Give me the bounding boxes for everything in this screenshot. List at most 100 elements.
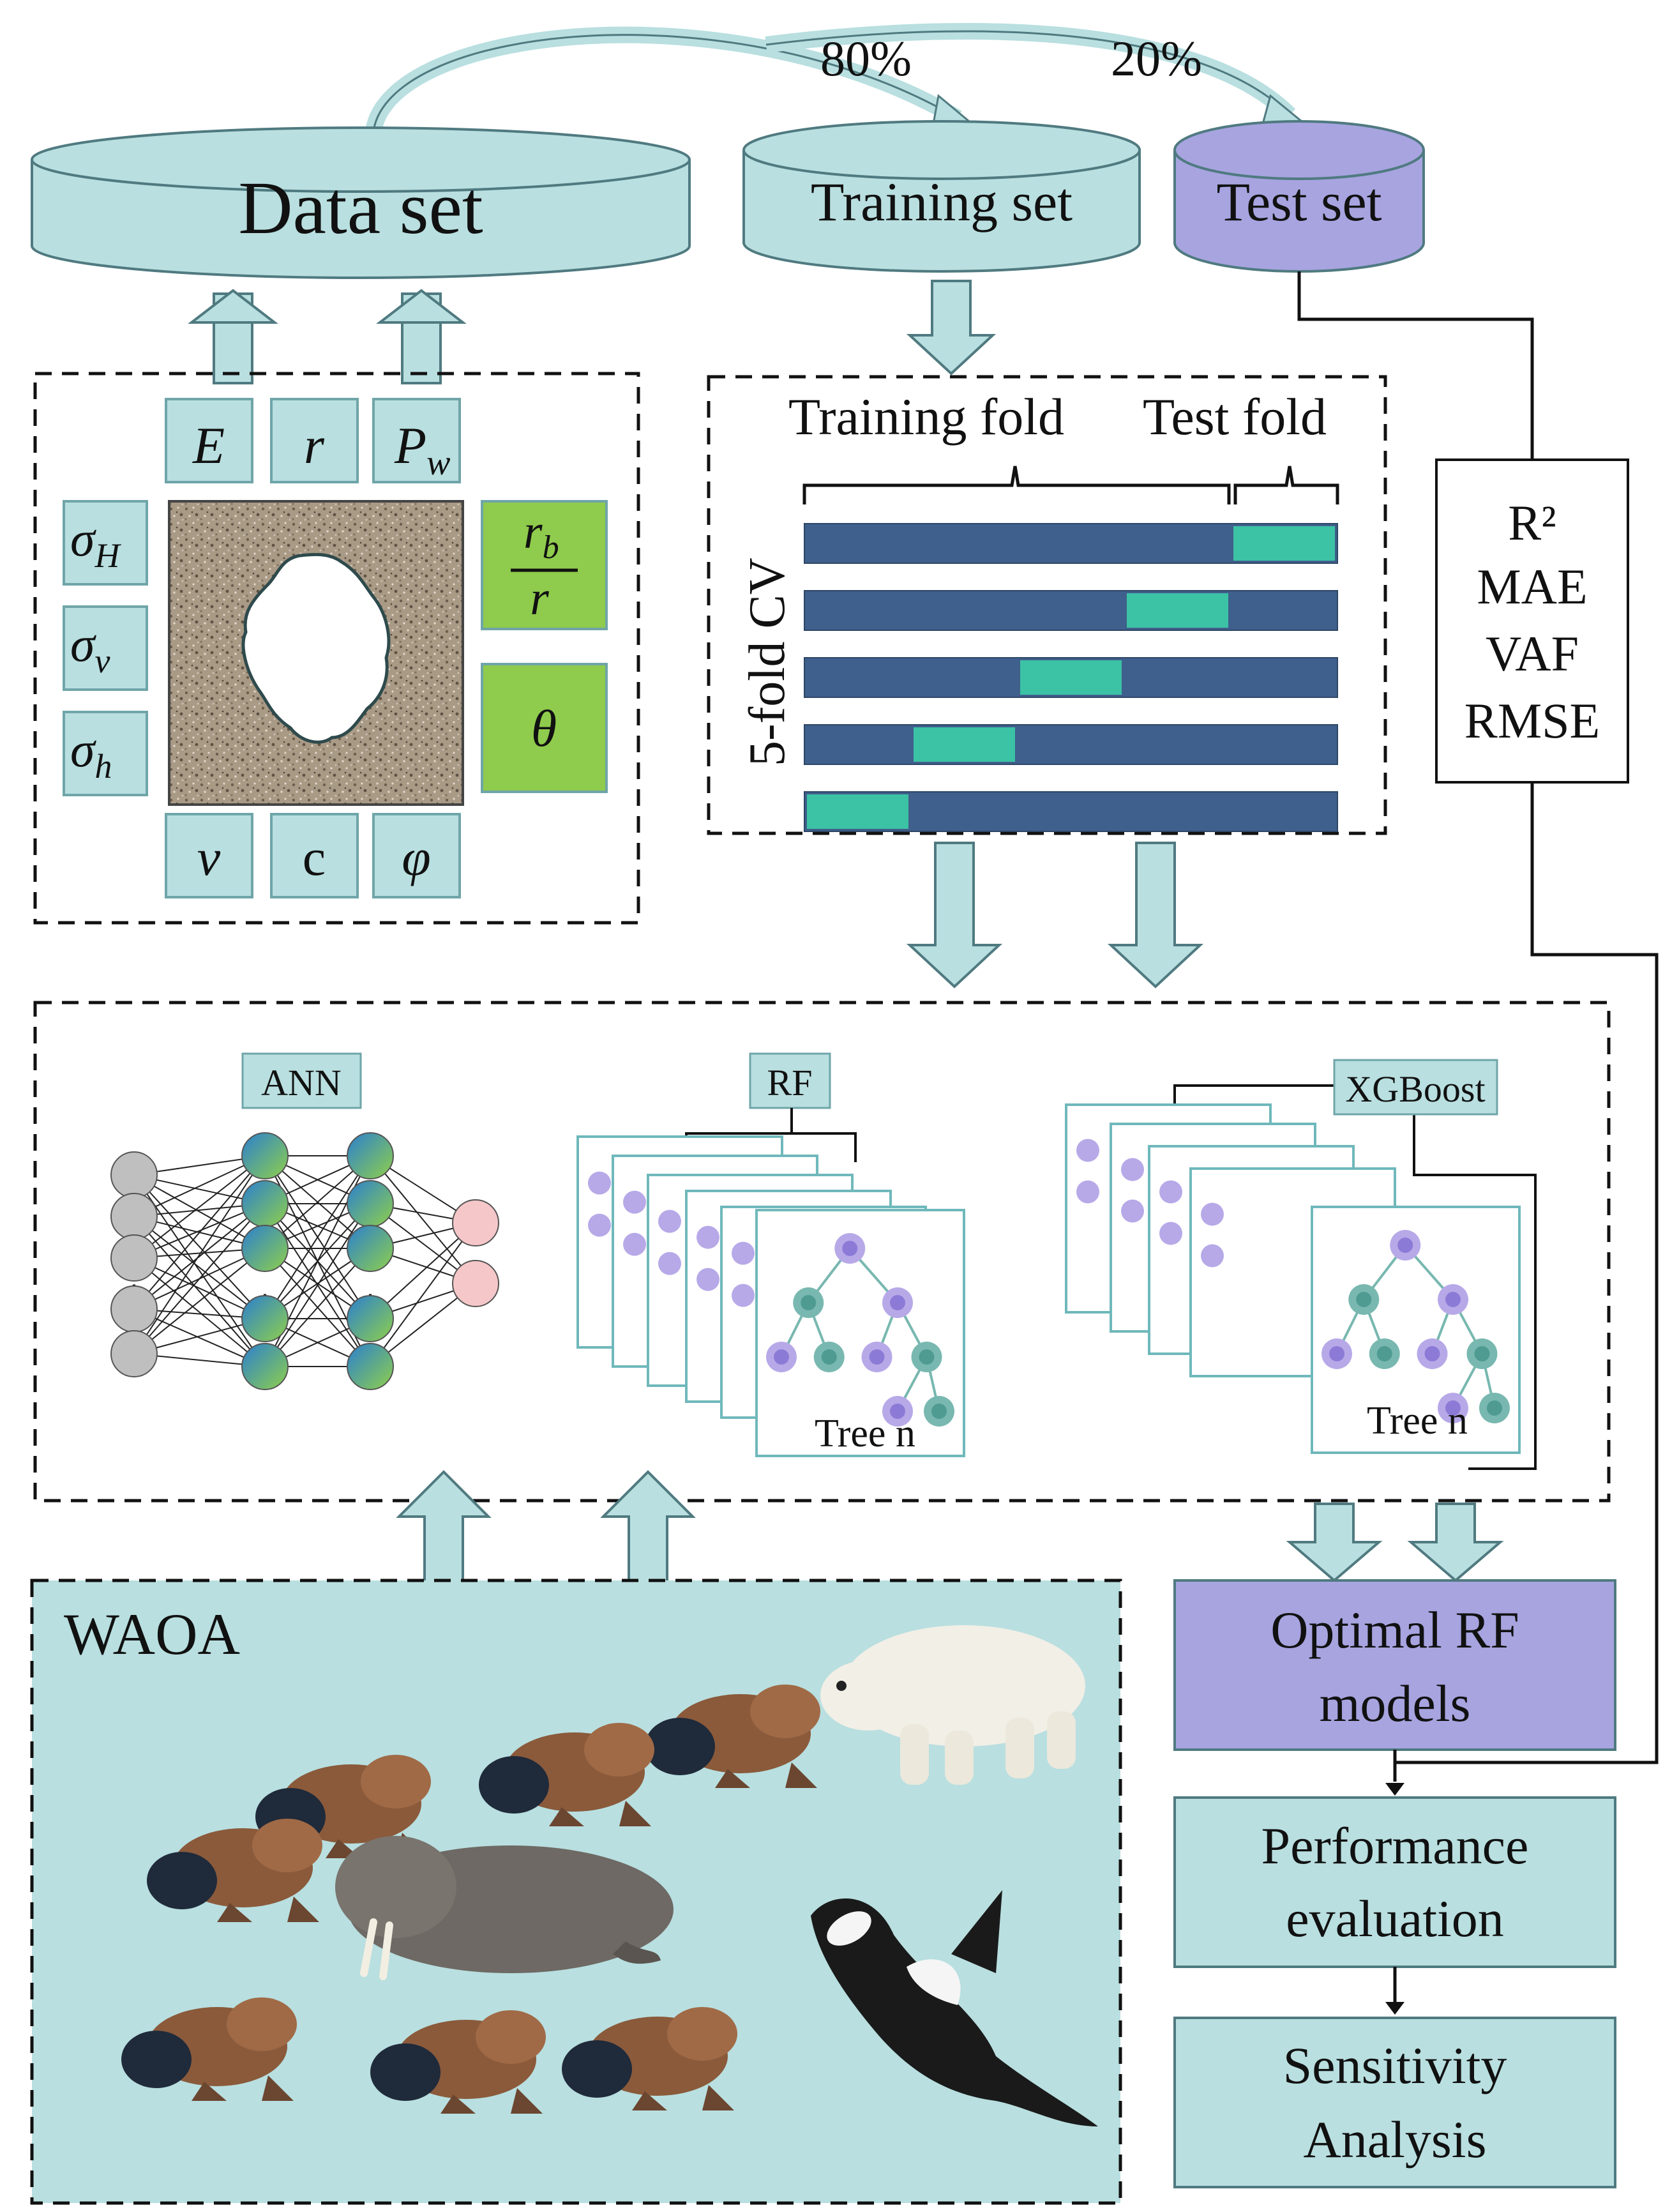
tree-node (623, 1190, 646, 1214)
ann-node (241, 1343, 289, 1390)
ann-node (110, 1330, 158, 1377)
param-theta: θ (531, 699, 557, 757)
tree-node-core (821, 1349, 837, 1365)
param-sigmaH-sub: H (94, 536, 121, 575)
ann-node (241, 1180, 289, 1227)
sens-line2: Analysis (1304, 2110, 1487, 2169)
param-sigmaH-main: σ (70, 511, 96, 566)
ann-edge (370, 1222, 476, 1319)
ann-edge (133, 1257, 266, 1367)
param-box-sigmah (63, 711, 148, 796)
walrus-image (645, 1685, 820, 1788)
cv-panel: Training fold Test fold 5-fold CV (707, 375, 1387, 835)
walrus-back (227, 1997, 297, 2051)
ann-edge (133, 1174, 266, 1319)
xgboost-trees (1065, 1084, 1537, 1470)
arrow-models-to-optimal-2 (1407, 1503, 1504, 1582)
train-pct-label: 80% (820, 31, 912, 86)
xgb-tree-n-label: Tree n (1367, 1399, 1468, 1443)
param-Pw-sub: w (426, 443, 450, 483)
tree-node (1201, 1244, 1224, 1268)
walrus-flipper (192, 2082, 227, 2101)
ann-node (347, 1225, 394, 1272)
tree-node-core (1424, 1346, 1440, 1361)
test-pct-label: 20% (1111, 31, 1202, 86)
optimal-models-box: Optimal RF models (1173, 1579, 1616, 1751)
xgboost-label: XGBoost (1345, 1068, 1485, 1110)
arrow-cv-to-models-2 (1107, 842, 1204, 989)
split-arrows: 80% 20% (365, 23, 1308, 133)
ann-network: ⋮⋮⋮ (110, 1132, 499, 1390)
ann-edge (133, 1203, 266, 1310)
walrus-back (750, 1685, 820, 1738)
ann-edge (264, 1155, 371, 1319)
tree-node (696, 1268, 719, 1291)
ann-edge (264, 1248, 371, 1367)
walrus-flipper (619, 1801, 651, 1826)
ann-node (347, 1295, 394, 1342)
ann-edge (133, 1155, 266, 1354)
tree-node-core (890, 1295, 905, 1310)
tree-node (1121, 1158, 1144, 1181)
waoa-label: WAOA (64, 1602, 240, 1667)
arrowhead-into-sens (1385, 2002, 1404, 2015)
walrus-back (252, 1819, 322, 1872)
test-fold-brace (1233, 466, 1339, 504)
param-E: E (192, 416, 225, 474)
walrus-flipper (217, 1903, 252, 1922)
walrus-flipper (715, 1769, 750, 1788)
ann-label-box (241, 1052, 362, 1109)
ann-edge (133, 1155, 266, 1310)
ann-node (452, 1199, 499, 1246)
ann-label: ANN (261, 1062, 342, 1103)
tree-node-core (801, 1295, 817, 1310)
arrow-inputs-to-dataset-1-head (188, 289, 278, 324)
walrus-image (370, 2010, 546, 2114)
param-box-theta (481, 663, 608, 793)
walrus-flipper (440, 2095, 476, 2114)
param-phi: φ (402, 828, 430, 886)
tree-node (1076, 1180, 1099, 1204)
param-v: v (197, 828, 221, 886)
walrus-head (370, 2043, 440, 2101)
ann-edge (264, 1203, 371, 1367)
tree-node (1159, 1222, 1182, 1245)
tree-node-core (1445, 1400, 1461, 1416)
walrus-head (147, 1852, 217, 1909)
data-set-cylinder: Data set (31, 126, 691, 279)
tree-node-core (919, 1349, 935, 1365)
tree-node (732, 1241, 755, 1265)
walrus-flipper (549, 1807, 584, 1826)
param-box-phi (372, 813, 461, 898)
param-box-r (270, 398, 359, 483)
training-fold-brace (802, 466, 1231, 504)
walrus-back (476, 2010, 546, 2064)
training-set-cylinder: Training set (742, 120, 1141, 273)
param-box-sigmaH (63, 500, 148, 586)
tree-node (588, 1213, 611, 1237)
data-set-label: Data set (238, 166, 483, 250)
sensitivity-analysis-box: Sensitivity Analysis (1173, 2017, 1616, 2188)
param-ratio-num-sub: b (543, 529, 559, 566)
param-sigmaH: σH (70, 511, 121, 575)
param-sigmav-sub: v (94, 642, 110, 680)
walrus-flipper (262, 2075, 294, 2101)
ann-edge (133, 1216, 266, 1319)
walrus-back (584, 1723, 654, 1776)
tree-node-core (774, 1349, 789, 1365)
walrus-head (645, 1718, 715, 1775)
tree-node-core (931, 1404, 947, 1419)
ann-edge (133, 1203, 266, 1354)
tree-node-core (890, 1404, 905, 1419)
cv-test-segment (807, 794, 908, 829)
walrus-head (121, 2031, 192, 2088)
tree-node (658, 1252, 681, 1275)
large-walrus-image (335, 1836, 674, 1980)
walrus-head (479, 1756, 549, 1814)
walrus-flipper (702, 2085, 734, 2110)
walrus-back (361, 1755, 431, 1808)
tree-node (1201, 1202, 1224, 1226)
walrus-image (479, 1723, 654, 1826)
tree-node (1076, 1139, 1099, 1162)
